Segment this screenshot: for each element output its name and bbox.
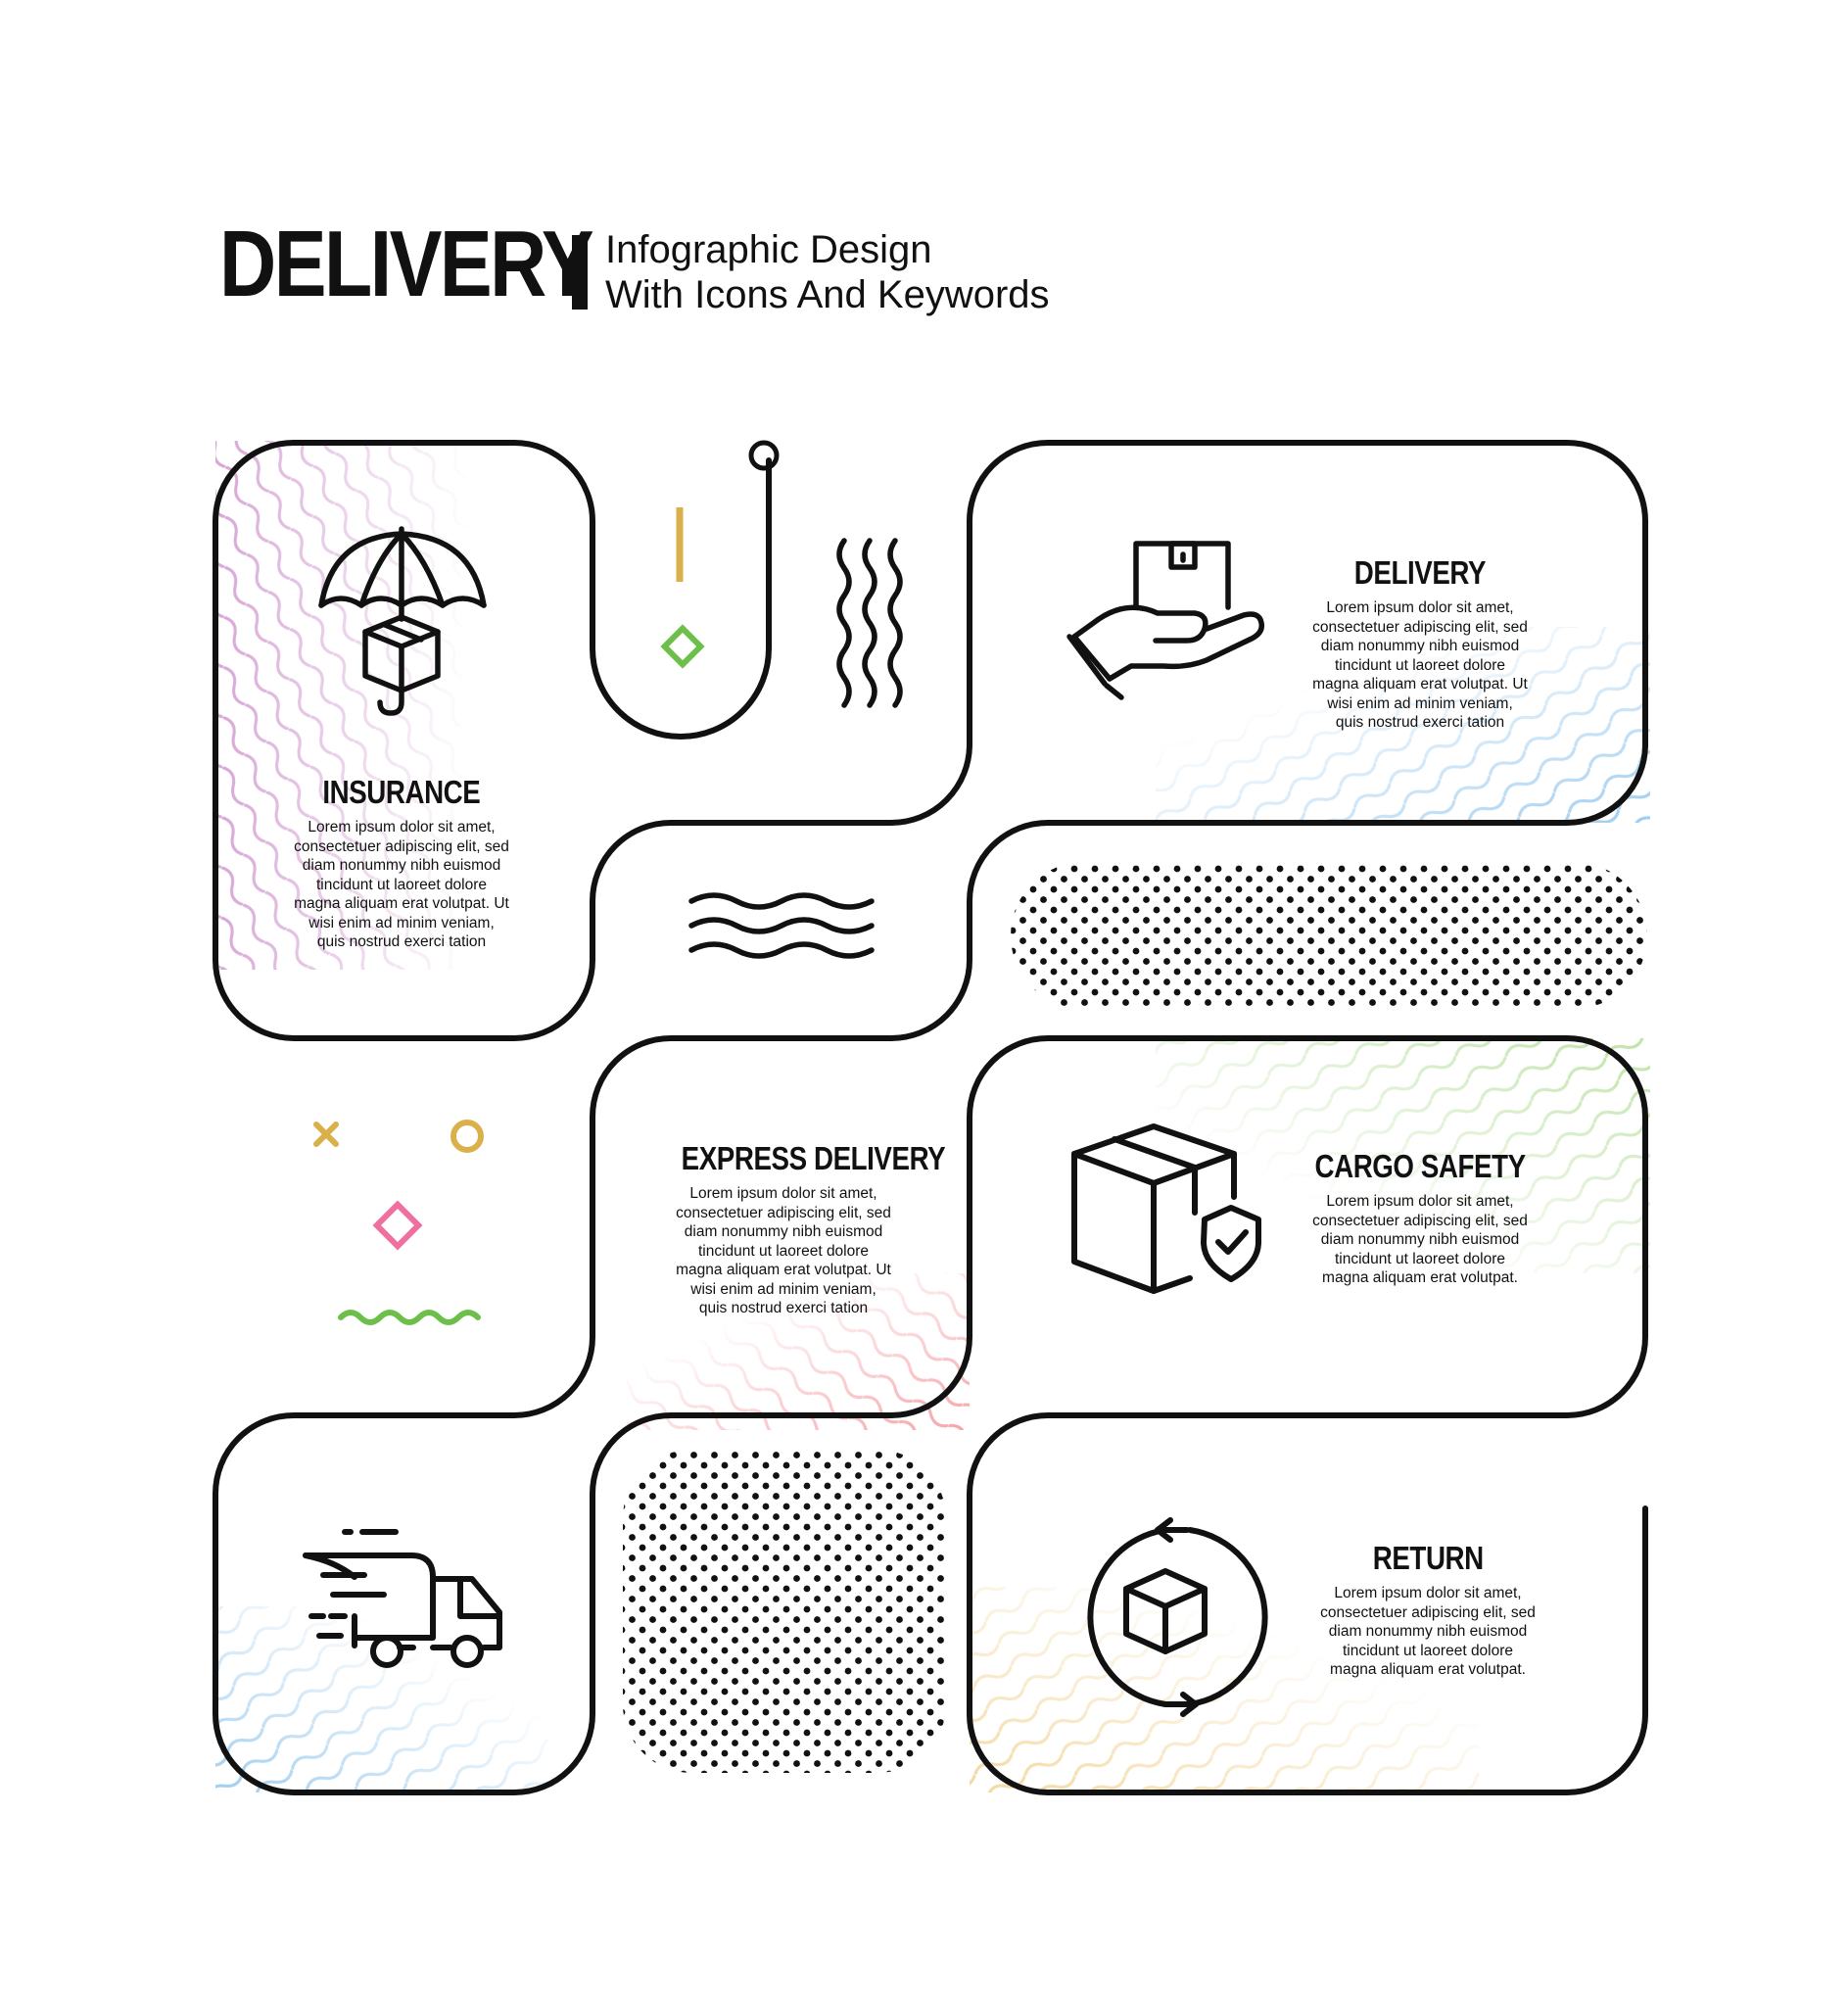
outline-upper-main [213,440,1648,1795]
horizontal-waves-decoration [688,892,875,959]
section-insurance: INSURANCE Lorem ipsum dolor sit amet, co… [279,776,524,952]
wave-texture-insurance [215,441,470,970]
gold-cross-decoration [313,1122,339,1147]
gold-circle-decoration [450,1120,484,1153]
subtitle-line-2: With Icons And Keywords [605,273,1050,316]
green-wave-decoration [338,1310,481,1325]
section-cargo-safety: CARGO SAFETY Lorem ipsum dolor sit amet,… [1293,1150,1547,1288]
section-body: Lorem ipsum dolor sit amet, consectetuer… [1312,1193,1528,1286]
dot-pattern-square [623,1450,946,1773]
vertical-squiggles-decoration [836,538,903,708]
section-title: INSURANCE [322,774,481,810]
main-title: DELIVERY [219,212,594,316]
pink-diamond-decoration [372,1200,423,1251]
section-body: Lorem ipsum dolor sit amet, consectetuer… [676,1185,891,1316]
hand-box-icon [1066,541,1265,700]
outline-upper [291,440,772,740]
green-diamond-decoration [660,624,705,669]
section-body: Lorem ipsum dolor sit amet, consectetuer… [294,819,509,950]
subtitle-line-1: Infographic Design [605,228,932,271]
subtitle: Infographic Design With Icons And Keywor… [605,227,1050,317]
section-body: Lorem ipsum dolor sit amet, consectetuer… [1320,1585,1536,1678]
box-cycle-arrows-icon [1087,1517,1268,1717]
section-return: RETURN Lorem ipsum dolor sit amet, conse… [1301,1542,1555,1680]
dot-pattern-pill [1011,862,1647,1009]
section-title: EXPRESS DELIVERY [681,1140,946,1176]
section-title: RETURN [1372,1540,1484,1576]
section-body: Lorem ipsum dolor sit amet, consectetuer… [1312,599,1528,731]
section-delivery: DELIVERY Lorem ipsum dolor sit amet, con… [1293,556,1547,733]
section-title: CARGO SAFETY [1314,1148,1526,1184]
umbrella-box-icon [318,526,487,716]
hook-decoration [748,440,780,471]
wave-texture-express [627,1273,970,1430]
box-shield-icon [1071,1123,1261,1294]
title-divider-bar [572,235,588,310]
section-title: DELIVERY [1353,554,1487,591]
section-express-delivery: EXPRESS DELIVERY Lorem ipsum dolor sit a… [656,1142,945,1318]
wave-texture-cargo [1156,1038,1650,1273]
delivery-truck-icon [303,1529,502,1668]
wave-texture-delivery [1156,627,1650,823]
